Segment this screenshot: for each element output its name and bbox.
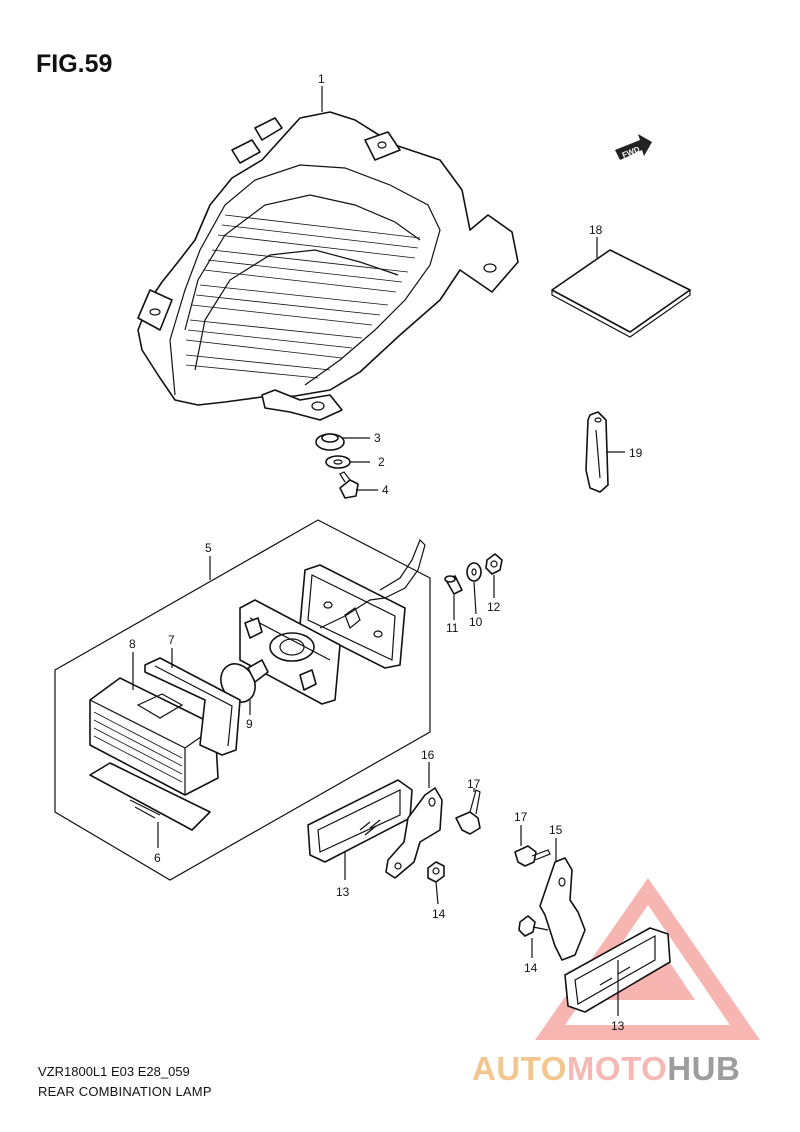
- callout-13: 13: [336, 885, 350, 899]
- callout-11: 11: [446, 621, 459, 635]
- spacer: [444, 575, 463, 595]
- nut: [485, 553, 503, 575]
- lens-gasket: [144, 657, 241, 756]
- washer: [325, 455, 351, 469]
- nut-washer: [466, 562, 482, 582]
- reflector-bracket-right: [539, 857, 586, 961]
- callout-7: 7: [168, 633, 175, 647]
- brand-part-auto: AUTO: [472, 1050, 567, 1087]
- license-lamp-body: [239, 538, 426, 705]
- lamp-lens: [89, 677, 219, 796]
- bulb: [220, 659, 269, 703]
- brand-part-hub: HUB: [667, 1050, 741, 1087]
- callout-15: 15: [549, 823, 563, 837]
- bolt: [514, 845, 551, 867]
- callout-2: 2: [378, 455, 385, 469]
- callout-17: 17: [514, 810, 528, 824]
- nut: [427, 861, 445, 883]
- tail-lamp-housing: [137, 111, 519, 421]
- callout-12: 12: [487, 600, 501, 614]
- callout-6: 6: [154, 851, 161, 865]
- model-code: VZR1800L1 E03 E28_059: [38, 1064, 190, 1079]
- screw: [339, 471, 359, 499]
- callout-3: 3: [374, 431, 381, 445]
- callout-5: 5: [205, 541, 212, 555]
- callout-16: 16: [421, 748, 435, 762]
- callout-18: 18: [589, 223, 603, 237]
- assembly-name: REAR COMBINATION LAMP: [38, 1084, 212, 1099]
- brand-part-moto: MOTO: [566, 1050, 668, 1087]
- clamp: [585, 411, 609, 493]
- callout-19: 19: [629, 446, 643, 460]
- bolt: [455, 789, 481, 835]
- callout-13: 13: [611, 1019, 625, 1033]
- reflector-bracket-left: [385, 787, 443, 879]
- callout-9: 9: [246, 717, 253, 731]
- lens-plate: [89, 762, 211, 831]
- pad-sheet: [551, 249, 691, 338]
- callout-14: 14: [524, 961, 538, 975]
- callout-8: 8: [129, 637, 136, 651]
- callout-14: 14: [432, 907, 446, 921]
- watermark-brand: AUTOMOTOHUB: [472, 1050, 740, 1088]
- callout-labels: 1 3 2 4 18 19 5 8 7 9 6 11 10 12 13 14 1…: [129, 72, 643, 1033]
- grommet: [315, 433, 345, 451]
- nut: [518, 915, 549, 937]
- callout-10: 10: [469, 615, 483, 629]
- fwd-arrow-icon: FWD: [615, 134, 652, 160]
- leader-lines: [132, 86, 625, 1016]
- callout-1: 1: [318, 72, 325, 86]
- callout-4: 4: [382, 483, 389, 497]
- callout-17: 17: [467, 777, 481, 791]
- license-lamp-assembly-outline: [54, 519, 431, 881]
- figure-title: FIG.59: [36, 50, 113, 78]
